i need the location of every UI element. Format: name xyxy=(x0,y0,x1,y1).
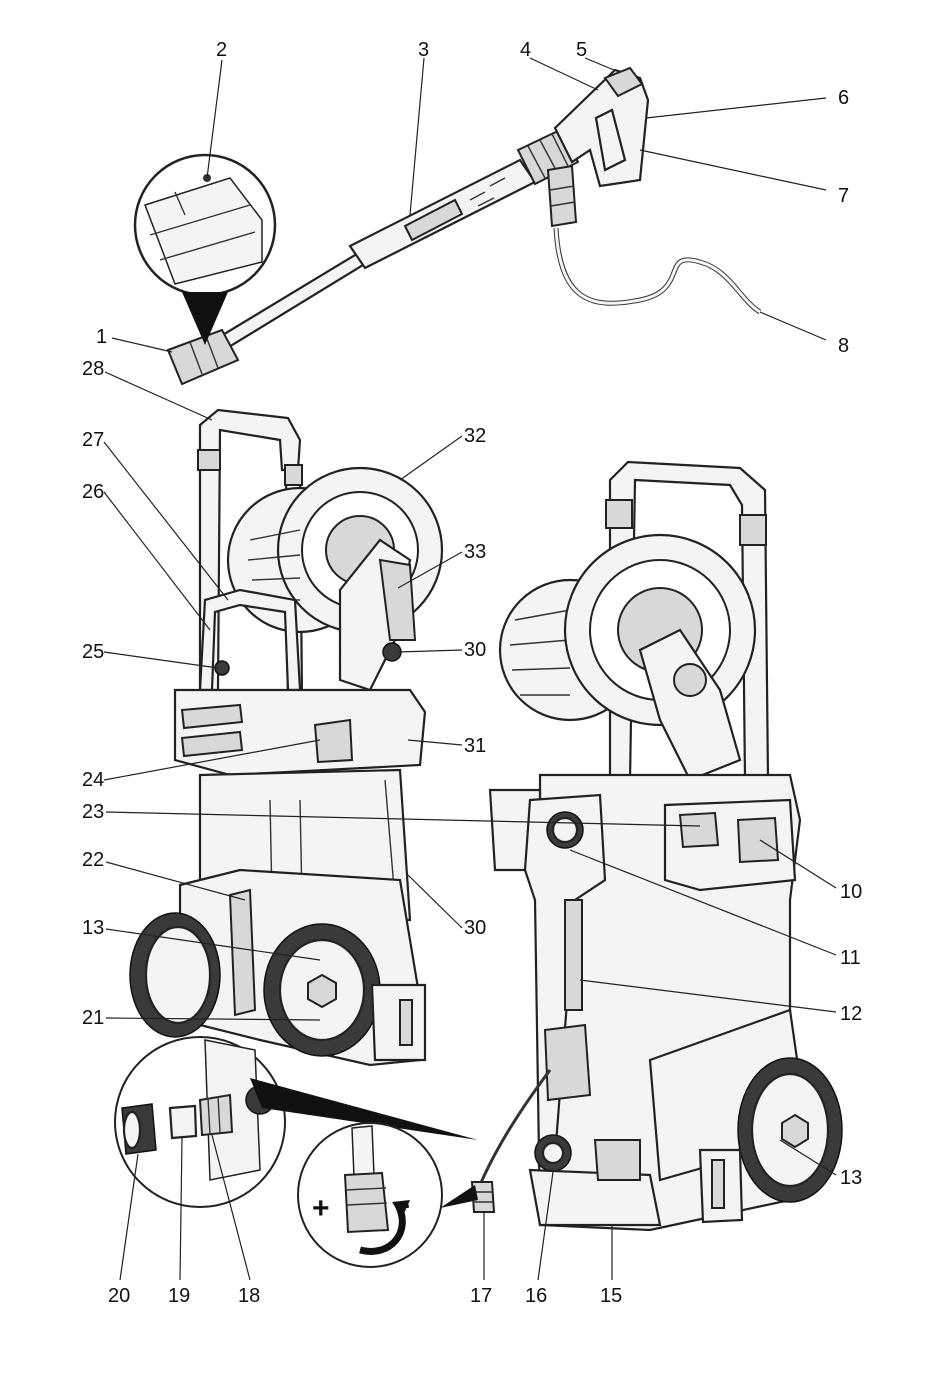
callout-25: 25 xyxy=(82,641,104,663)
washer-rear-view xyxy=(130,410,442,1065)
callout-7: 7 xyxy=(838,185,849,207)
callout-15: 15 xyxy=(600,1285,622,1307)
callout-18: 18 xyxy=(238,1285,260,1307)
callout-19: 19 xyxy=(168,1285,190,1307)
callout-24: 24 xyxy=(82,769,104,791)
callout-3: 3 xyxy=(418,39,429,61)
pressure-increase-symbol: + xyxy=(312,1192,330,1225)
callout-12: 12 xyxy=(840,1003,862,1025)
callout-22: 22 xyxy=(82,849,104,871)
callout-2: 2 xyxy=(216,39,227,61)
callout-30-upper: 30 xyxy=(464,639,486,661)
callout-17: 17 xyxy=(470,1285,492,1307)
callout-16: 16 xyxy=(525,1285,547,1307)
callout-30-lower: 30 xyxy=(464,917,486,939)
washer-front-view xyxy=(490,462,842,1230)
callout-26: 26 xyxy=(82,481,104,503)
callout-27: 27 xyxy=(82,429,104,451)
callout-32: 32 xyxy=(464,425,486,447)
callout-31: 31 xyxy=(464,735,486,757)
pressure-decrease-symbol: - xyxy=(400,1188,410,1221)
callout-4: 4 xyxy=(520,39,531,61)
callout-20: 20 xyxy=(108,1285,130,1307)
callout-21: 21 xyxy=(82,1007,104,1029)
callout-10: 10 xyxy=(840,881,862,903)
callout-13-front: 13 xyxy=(840,1167,862,1189)
callout-5: 5 xyxy=(576,39,587,61)
callout-11: 11 xyxy=(840,947,861,969)
callout-23: 23 xyxy=(82,801,104,823)
callout-1: 1 xyxy=(96,326,107,348)
callout-28: 28 xyxy=(82,358,104,380)
pressure-adjust-detail-inset: + - xyxy=(298,1123,478,1267)
callout-8: 8 xyxy=(838,335,849,357)
callout-13-rear: 13 xyxy=(82,917,104,939)
callout-6: 6 xyxy=(838,87,849,109)
callout-33: 33 xyxy=(464,541,486,563)
